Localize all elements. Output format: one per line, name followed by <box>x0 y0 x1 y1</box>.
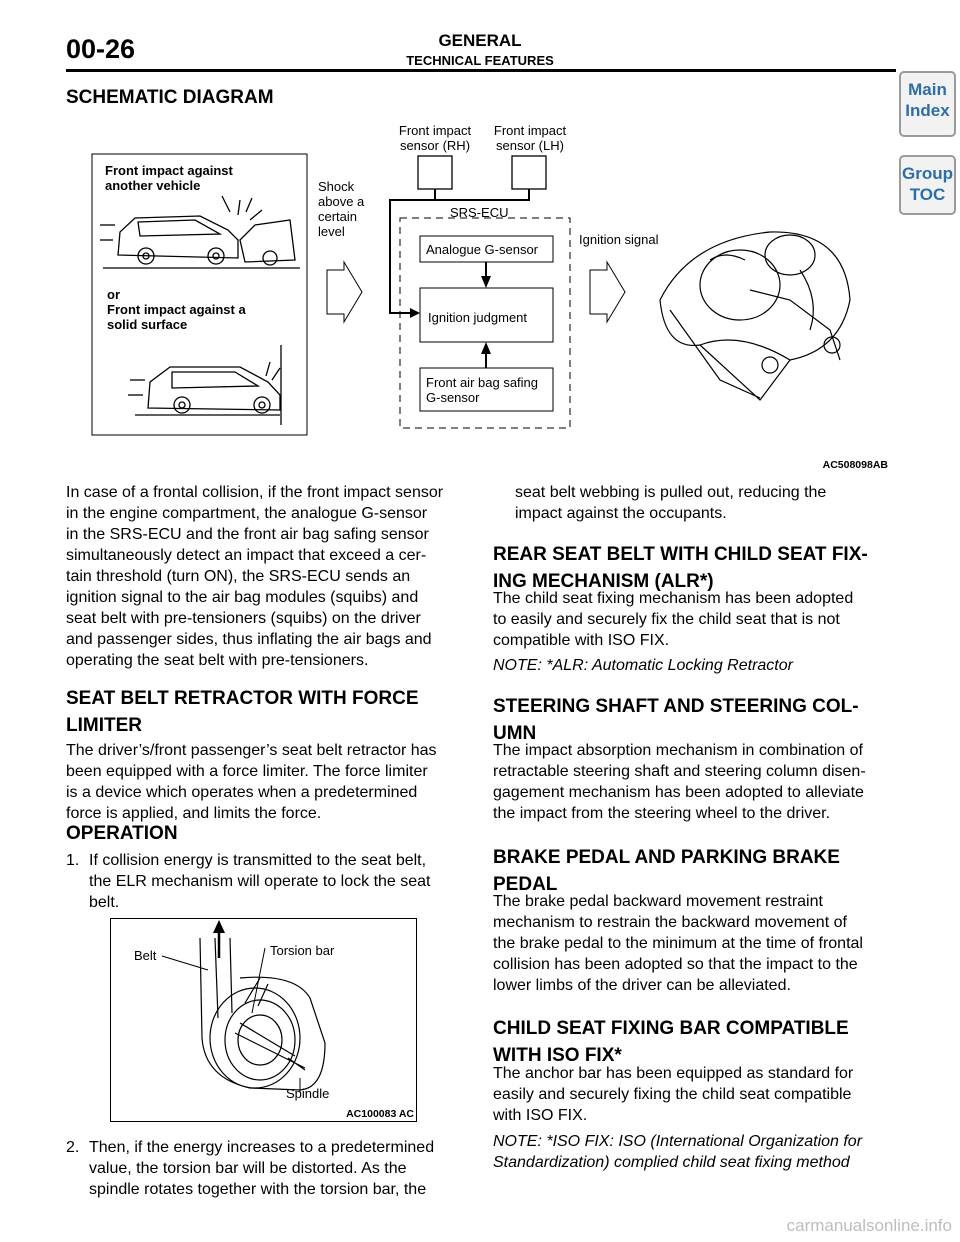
sensor-rh-box <box>417 155 453 190</box>
retractor-figure: Belt Torsion bar Spindle AC100083 AC <box>110 918 417 1122</box>
section-title: GENERAL <box>438 31 522 50</box>
judgment-label: Ignition judgment <box>428 310 528 325</box>
heading-rear-seat-belt: REAR SEAT BELT WITH CHILD SEAT FIX-ING M… <box>493 544 868 592</box>
group-toc-label-1: Group <box>902 164 953 183</box>
sensor-lh-box <box>511 155 547 190</box>
airbag-illustration <box>659 231 851 401</box>
srs-ecu-box <box>399 217 571 429</box>
step1-text: If collision energy is transmitted to th… <box>89 852 431 911</box>
step2-text: Then, if the energy increases to a prede… <box>89 1139 435 1198</box>
torsion-bar-label: Torsion bar <box>270 943 335 958</box>
step2-number: 2. <box>66 1139 80 1156</box>
heading-operation: OPERATION <box>66 823 178 844</box>
retractor-figure-code: AC100083 AC <box>346 1108 414 1120</box>
main-index-button[interactable]: Main Index <box>899 71 956 137</box>
main-index-label-1: Main <box>908 80 947 99</box>
wall-collision-illustration <box>128 345 282 425</box>
schematic-code: AC508098AB <box>823 459 889 471</box>
schematic-diagram: AC508098AB <box>91 153 889 471</box>
watermark[interactable]: carmanualsonline.info <box>786 1216 952 1235</box>
steering-paragraph: The impact absorption mechanism in combi… <box>493 742 866 822</box>
srs-ecu-label: SRS-ECU <box>450 205 509 220</box>
collision-scenario-box <box>91 153 308 436</box>
ignition-signal-label: Ignition signal <box>579 232 659 247</box>
step1-number: 1. <box>66 852 80 869</box>
page-number: 00-26 <box>66 34 136 64</box>
ignition-arrow <box>589 260 626 324</box>
shock-arrow <box>326 260 363 324</box>
analogue-g-sensor-box <box>419 235 554 263</box>
rear-seat-belt-paragraph: The child seat fixing mechanism has been… <box>493 590 854 649</box>
subsection-title: TECHNICAL FEATURES <box>406 53 554 68</box>
car-collision-illustration <box>100 195 300 269</box>
heading-steering: STEERING SHAFT AND STEERING COL-UMN <box>493 696 859 744</box>
step2-continued: seat belt webbing is pulled out, reducin… <box>515 484 827 522</box>
header-rule <box>66 69 896 72</box>
schematic-title: SCHEMATIC DIAGRAM <box>66 87 274 108</box>
main-index-label-2: Index <box>905 101 950 120</box>
spindle-label: Spindle <box>286 1086 329 1101</box>
safing-sensor-box <box>419 367 554 412</box>
child-seat-note: NOTE: *ISO FIX: ISO (International Organ… <box>493 1133 863 1171</box>
sensor-wire <box>389 189 436 314</box>
group-toc-label-2: TOC <box>909 185 946 204</box>
brake-paragraph: The brake pedal backward movement restra… <box>493 893 863 994</box>
intro-paragraph: In case of a frontal collision, if the f… <box>66 484 444 669</box>
belt-label: Belt <box>134 948 157 963</box>
child-seat-paragraph: The anchor bar has been equipped as stan… <box>493 1065 854 1124</box>
group-toc-button[interactable]: Group TOC <box>899 155 956 215</box>
retractor-paragraph: The driver’s/front passenger’s seat belt… <box>66 742 437 822</box>
ignition-judgment-box <box>419 287 554 343</box>
rear-note: NOTE: *ALR: Automatic Locking Retractor <box>493 657 793 674</box>
analogue-label: Analogue G-sensor <box>426 242 539 257</box>
